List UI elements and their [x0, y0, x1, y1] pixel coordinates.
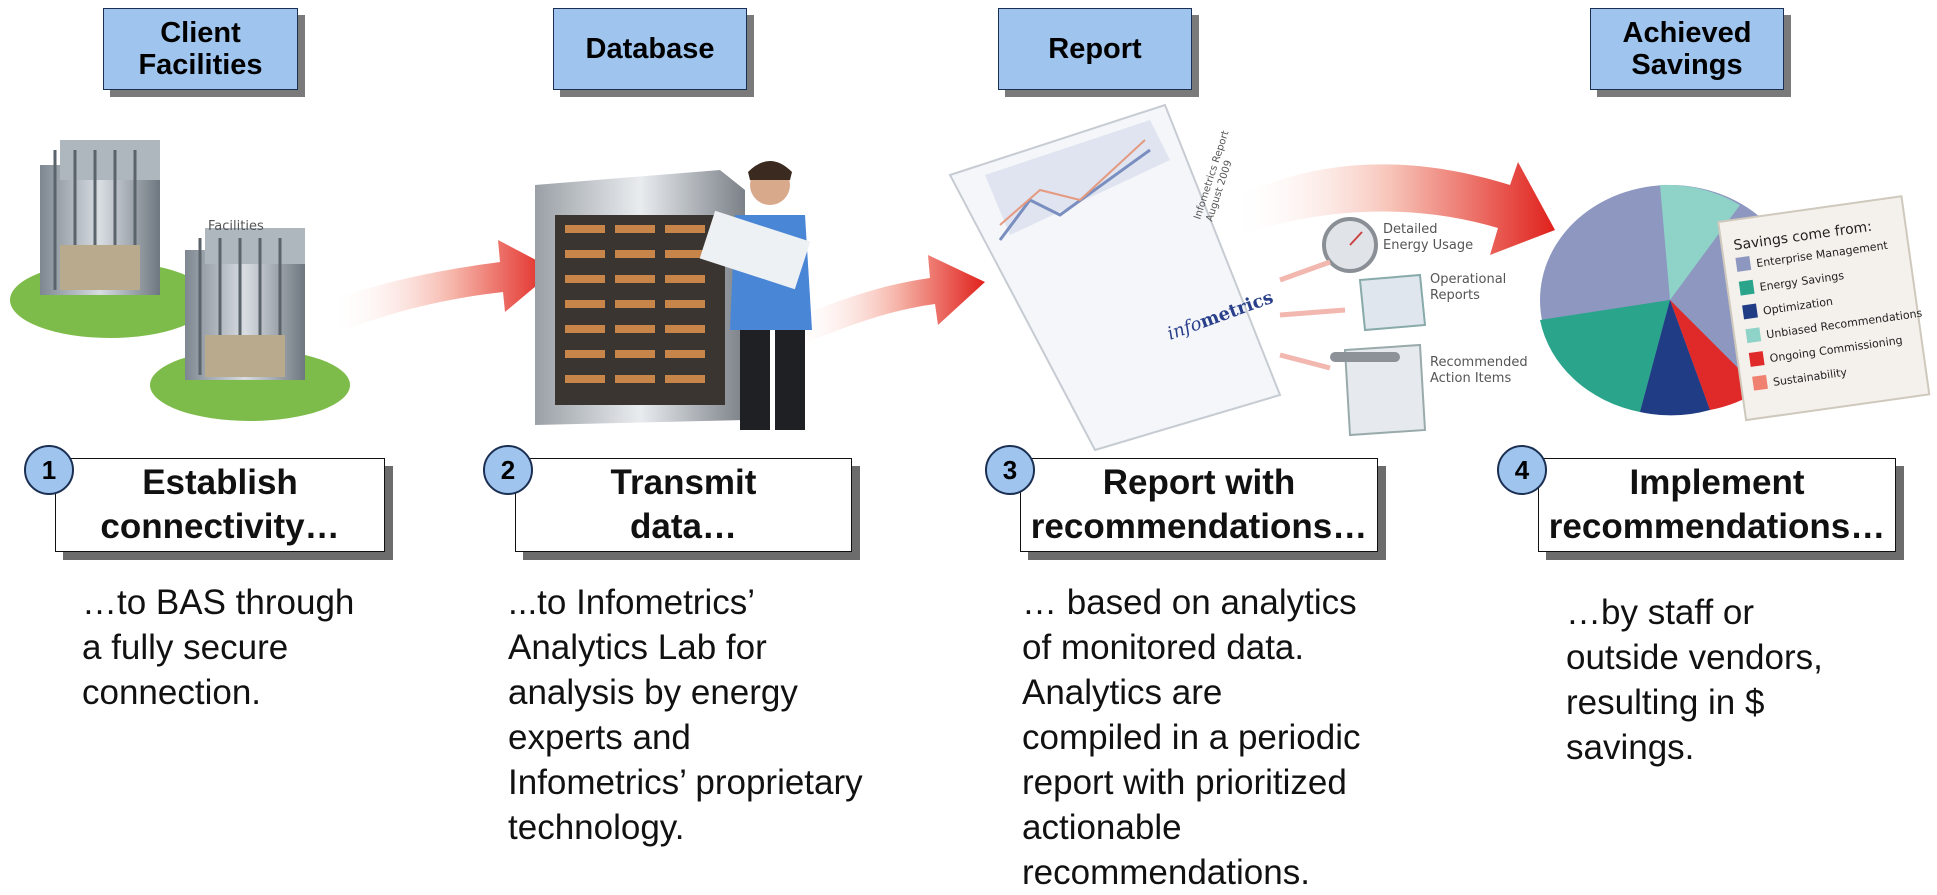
- stage-4-description: …by staff or outside vendors, resulting …: [1566, 593, 1823, 767]
- database-server-illustration: [535, 161, 812, 430]
- stage-1-title-box: Establish connectivity…: [55, 458, 385, 552]
- stage-4-header: Achieved Savings: [1590, 8, 1784, 90]
- stage-2-header: Database: [553, 8, 747, 90]
- savings-legend-card: Savings come from: Enterprise Management…: [1717, 195, 1931, 422]
- legend-swatch: [1748, 351, 1765, 367]
- stage-3-description: … based on analytics of monitored data. …: [1022, 583, 1361, 892]
- stage-3-number: 3: [985, 445, 1035, 495]
- legend-swatch: [1738, 279, 1755, 296]
- flow-arrow-2: [790, 255, 985, 345]
- stage-2-description: ...to Infometrics’ Analytics Lab for ana…: [508, 583, 863, 847]
- legend-swatch: [1742, 303, 1758, 320]
- stage-2-title-box: Transmit data…: [515, 458, 852, 552]
- report-illustration: infometrics Infometrics Report August 20…: [948, 103, 1282, 452]
- facilities-illustration: [10, 140, 350, 421]
- stage-3-title-box: Report with recommendations…: [1020, 458, 1378, 552]
- stage-3-header: Report: [998, 8, 1192, 90]
- report-detail-icons: [1279, 217, 1427, 437]
- stage-1-header: Client Facilities: [103, 8, 298, 90]
- facilities-label: Facilities: [208, 219, 264, 234]
- stage-1-number: 1: [24, 445, 74, 495]
- wrench-icon: [1330, 352, 1400, 362]
- stage-4-number: 4: [1497, 445, 1547, 495]
- stage-1-description: …to BAS through a fully secure connectio…: [82, 583, 355, 712]
- legend-swatch: [1745, 327, 1762, 344]
- checklist-icon: [1343, 343, 1427, 437]
- stage-2-number: 2: [483, 445, 533, 495]
- chart-icon: [1358, 273, 1427, 332]
- legend-swatch: [1752, 374, 1768, 391]
- stage-4-title-box: Implement recommendations…: [1538, 458, 1896, 552]
- legend-swatch: [1735, 256, 1752, 272]
- flow-arrow-3: [1230, 162, 1555, 255]
- flow-arrow-1: [330, 240, 555, 332]
